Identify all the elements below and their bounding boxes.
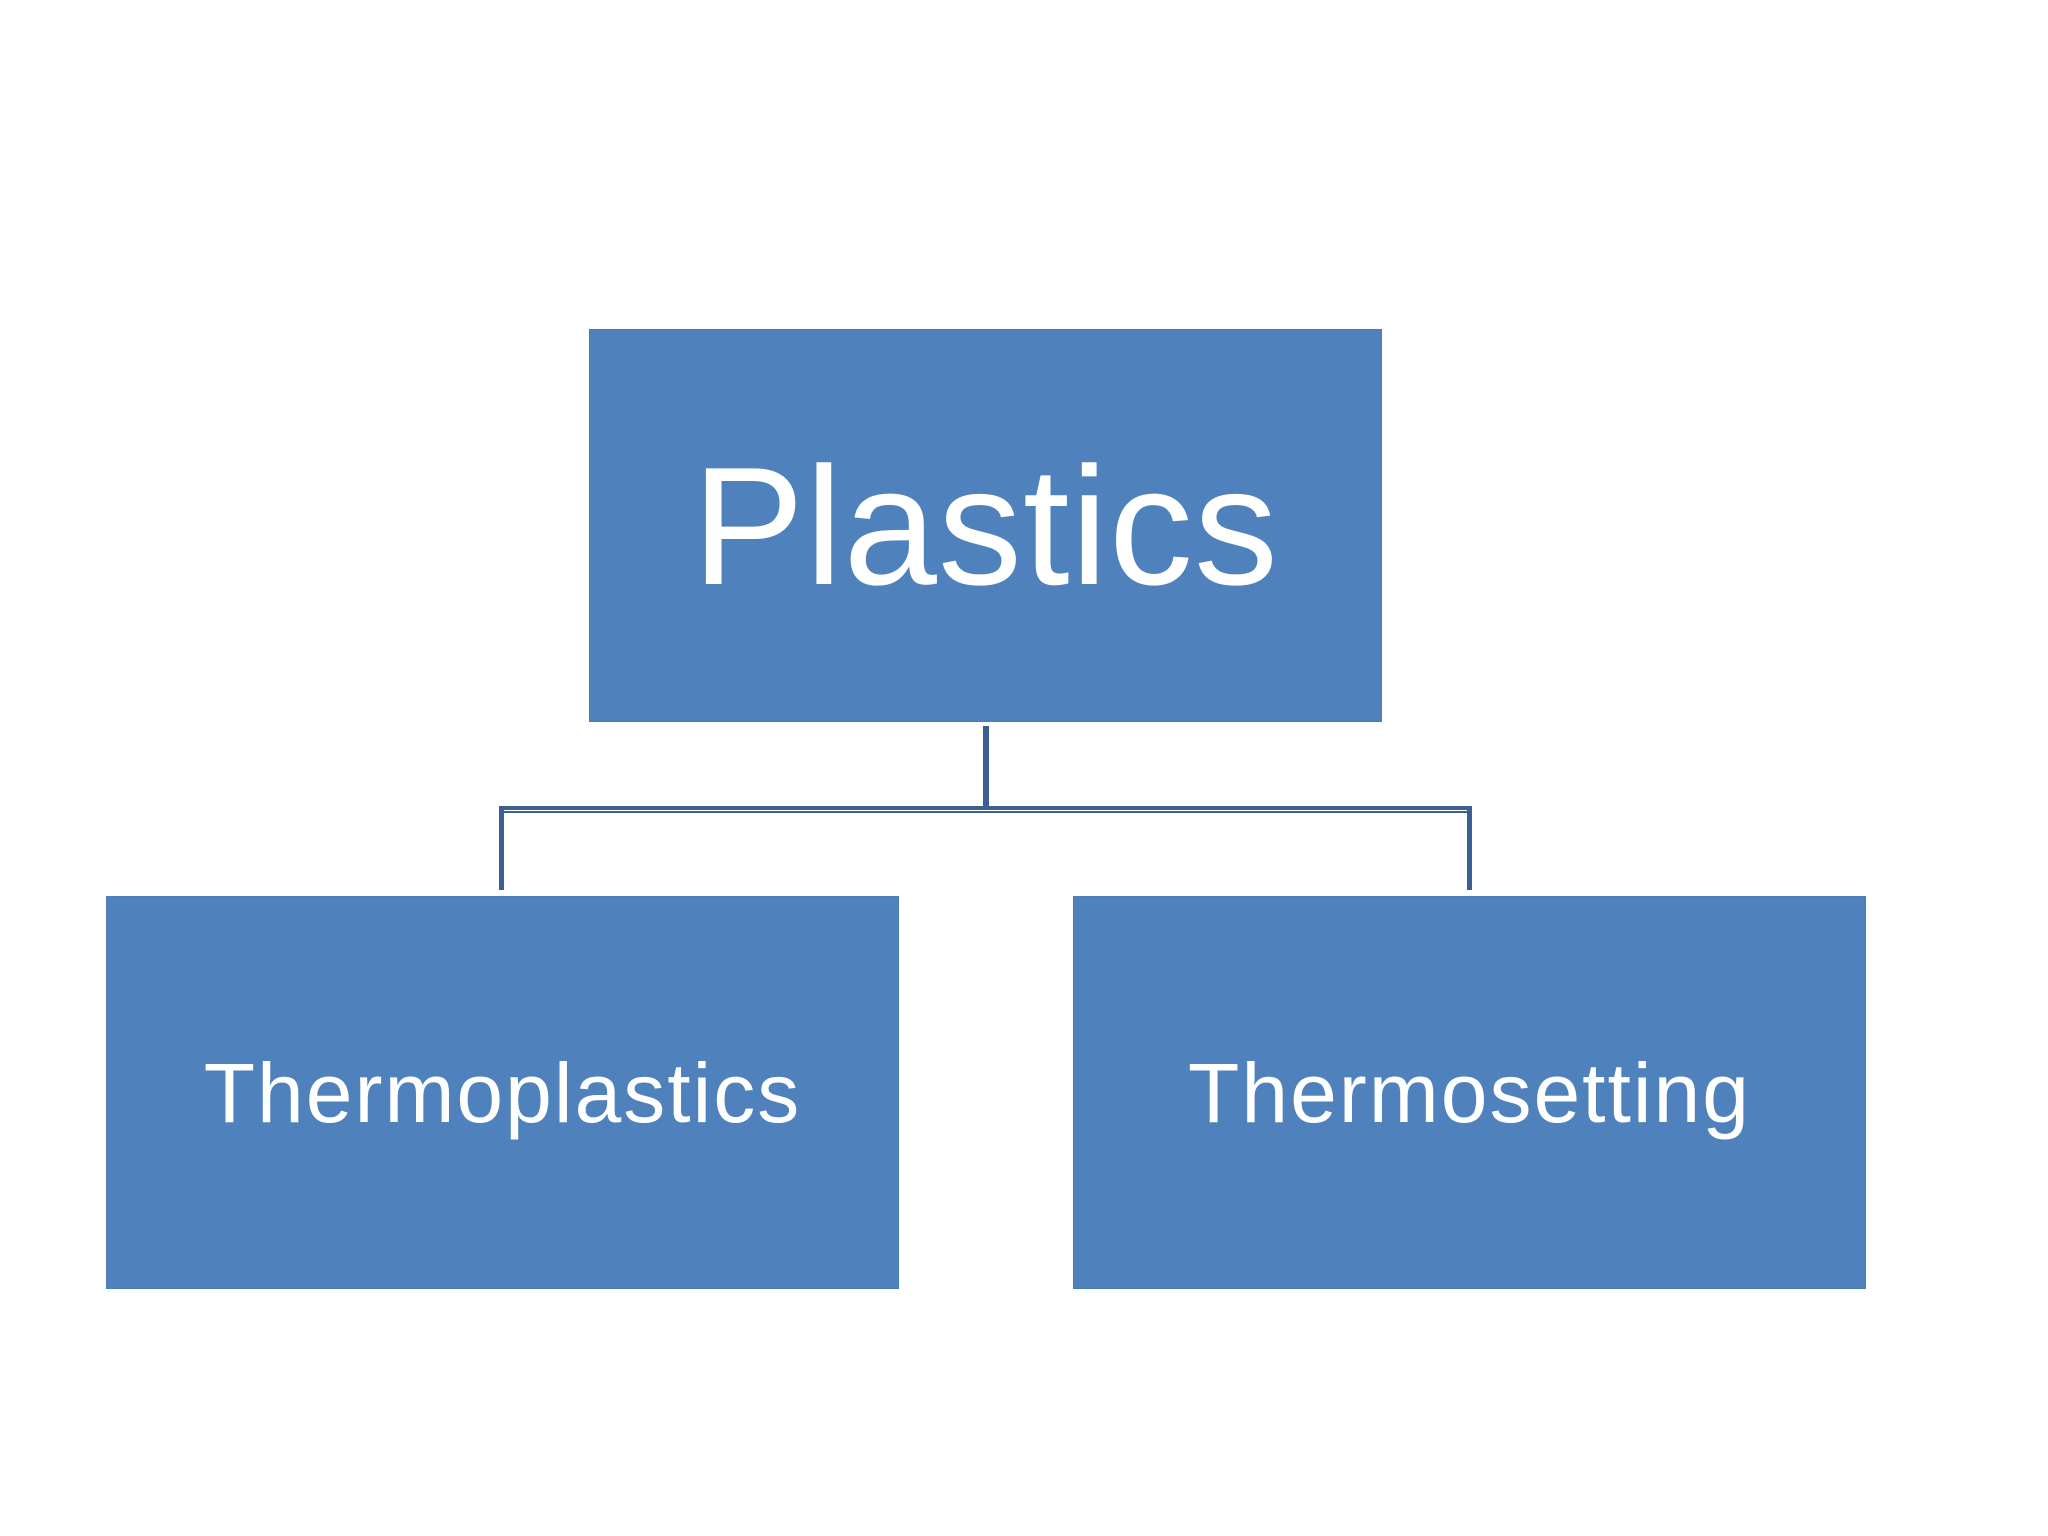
root-node-label: Plastics (692, 431, 1279, 620)
connector-bar-top (500, 806, 1472, 810)
connector-right-drop (1467, 806, 1472, 890)
connector-stem (983, 726, 989, 809)
connector-left-drop (499, 806, 504, 890)
child-node-thermoplastics: Thermoplastics (106, 896, 899, 1289)
root-node-plastics: Plastics (589, 329, 1382, 722)
child-node-label: Thermosetting (1188, 1045, 1751, 1140)
child-node-label: Thermoplastics (203, 1045, 802, 1140)
child-node-thermosetting: Thermosetting (1073, 896, 1866, 1289)
connector-bar-bottom (503, 811, 1469, 813)
